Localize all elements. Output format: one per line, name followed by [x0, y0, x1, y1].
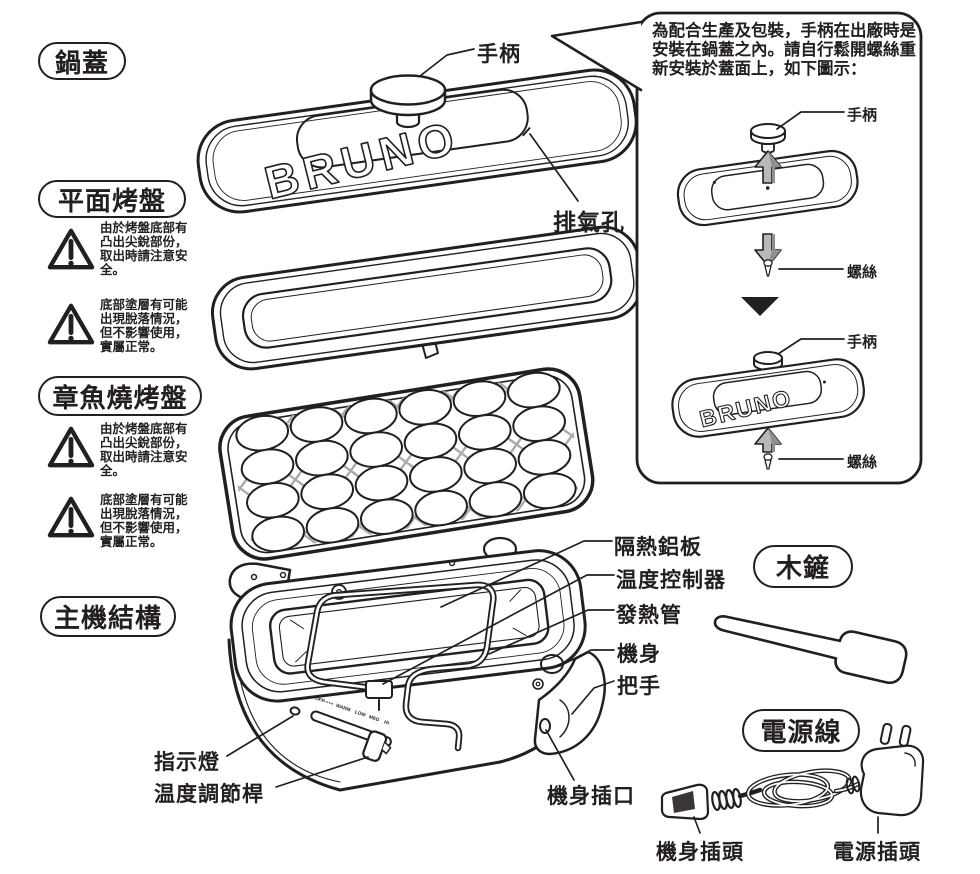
indicator-light-shape: [289, 706, 301, 716]
screw-1: [763, 259, 773, 277]
callout-label-screw-2: 螺絲: [847, 454, 878, 471]
heating-tube: [304, 581, 497, 752]
warning-coating-takoyaki: 底部塗層有可能 出現脫落情況， 但不影響使用， 實屬正常。: [100, 493, 188, 549]
svg-text:OFF: OFF: [314, 696, 325, 705]
side-handle-flange: [533, 650, 606, 756]
callout-label-screw-1: 螺絲: [847, 264, 878, 281]
badge-spatula-label: 木鏟: [775, 553, 830, 583]
badge-main-unit: 主機結構: [40, 596, 176, 637]
label-power-plug: 電源插頭: [833, 841, 921, 864]
label-insulation-plate: 隔熱鋁板: [614, 536, 702, 559]
screw-2: [763, 453, 773, 470]
warning-coating-flat: 底部塗層有可能 出現脫落情況， 但不影響使用， 實屬正常。: [100, 298, 188, 354]
badge-power-cord: 電源線: [742, 709, 860, 752]
badge-power-cord-label: 電源線: [760, 717, 842, 747]
leader-lines: [226, 48, 879, 834]
callout-lid-after: BRUNO: [671, 358, 865, 438]
warning-icon: [46, 494, 96, 540]
label-temp-lever: 温度調節桿: [154, 783, 264, 806]
thermostat-box: [365, 680, 393, 699]
callout-note-line3: 新安裝於蓋面上，如下圖示：: [652, 60, 867, 78]
callout-box: BRUNO: [550, 11, 923, 485]
power-plug-shape: [859, 722, 925, 817]
badge-takoyaki-plate: 章魚燒烤盤: [38, 376, 202, 416]
callout-note-line2: 安裝在鍋蓋之內。請自行鬆開螺絲重: [652, 41, 916, 59]
label-vent-hole: 排氣孔: [553, 209, 625, 235]
svg-text:WARM: WARM: [335, 703, 351, 714]
warning-icon: [46, 226, 96, 272]
callout-label-handle-1: 手柄: [847, 107, 878, 124]
temp-lever-shape: [362, 730, 392, 762]
arrow-up-2: [754, 427, 782, 453]
badge-main-unit-label: 主機結構: [53, 603, 162, 633]
lid-knob: [369, 74, 447, 129]
warning-icon: [46, 424, 96, 470]
svg-text:MED: MED: [368, 714, 381, 723]
badge-takoyaki-label: 章魚燒烤盤: [52, 382, 188, 413]
takoyaki-cups: [235, 371, 577, 553]
label-indicator-light: 指示燈: [154, 751, 220, 774]
badge-wooden-spatula: 木鏟: [753, 545, 853, 588]
main-body-drawing: OFF WARM LOW MED HI: [227, 549, 606, 792]
label-temp-controller: 温度控制器: [616, 569, 726, 592]
arrow-up-1: [754, 150, 782, 184]
label-heating-tube: 發熱管: [616, 604, 682, 627]
power-cord-drawing: [660, 722, 925, 821]
label-handle: 手柄: [477, 43, 521, 66]
svg-text:LOW: LOW: [354, 709, 367, 718]
badge-pot-lid: 鍋蓋: [38, 42, 126, 80]
callout-note-line1: 為配合生產及包裝，手柄在出廠時是: [652, 22, 916, 40]
spatula-drawing: [713, 615, 908, 685]
callout-knob-1: [750, 123, 786, 154]
label-side-handle: 把手: [617, 675, 661, 698]
label-body-socket: 機身插口: [547, 785, 635, 808]
warning-sharp-takoyaki: 由於烤盤底部有 凸出尖銳部份， 取出時請注意安 全。: [100, 422, 188, 478]
badge-pot-lid-label: 鍋蓋: [54, 47, 109, 78]
cord-tangle: [745, 768, 852, 809]
warning-icon: [46, 301, 96, 347]
takoyaki-plate-drawing: [218, 367, 595, 562]
badge-flat-plate: 平面烤盤: [38, 180, 186, 218]
step-arrow: [741, 297, 779, 316]
flat-plate-drawing: [210, 225, 644, 371]
panel-markings: OFF WARM LOW MED HI: [314, 696, 390, 727]
arrow-down-1: [754, 233, 782, 267]
callout-note: 為配合生產及包裝，手柄在出廠時是 安裝在鍋蓋之內。請自行鬆開螺絲重 新安裝於蓋面…: [652, 22, 916, 79]
svg-text:HI: HI: [383, 719, 390, 726]
label-body-plug: 機身插頭: [656, 841, 744, 864]
callout-label-handle-2: 手柄: [847, 334, 878, 351]
badge-flat-plate-label: 平面烤盤: [57, 185, 166, 216]
control-panel: OFF WARM LOW MED HI: [289, 696, 392, 762]
warning-sharp-flat: 由於烤盤底部有 凸出尖銳部份， 取出時請注意安 全。: [100, 221, 188, 277]
label-body: 機身: [617, 643, 661, 666]
